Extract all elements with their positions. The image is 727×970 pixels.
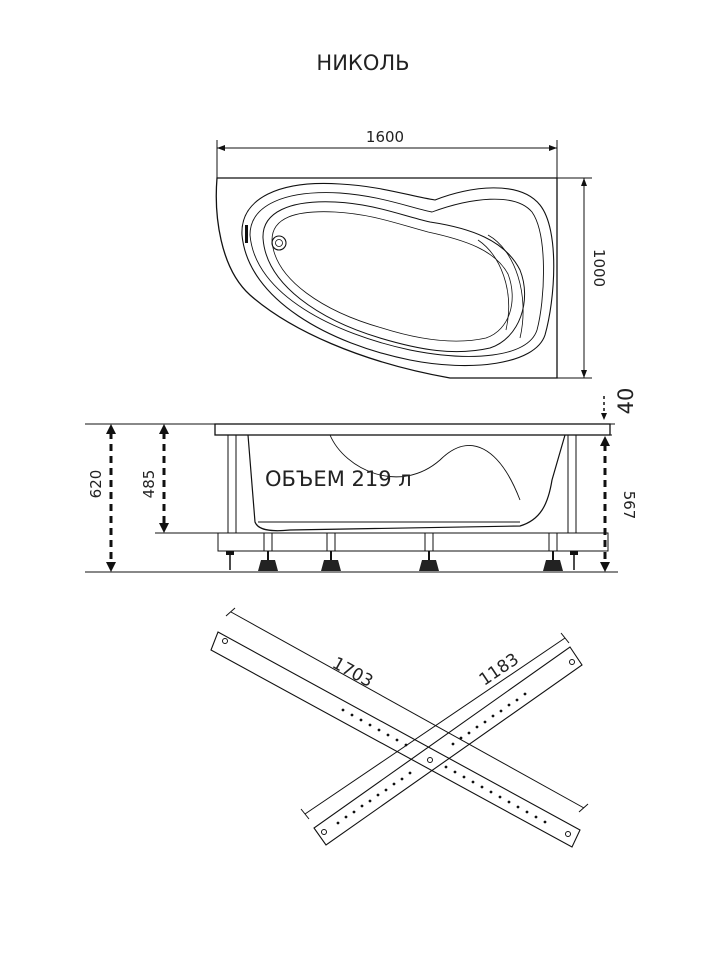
- height-inner-label: 485: [140, 470, 158, 499]
- length-dimension: 1600: [216, 128, 558, 180]
- frame-height-label: 567: [620, 491, 638, 520]
- height-total-dimension: 620: [87, 424, 116, 572]
- height-inner-dimension: 485: [140, 424, 169, 533]
- short-bar: [313, 646, 583, 846]
- width-dimension: 1000: [555, 177, 608, 379]
- rim-thickness-dimension: 40: [598, 388, 638, 436]
- width-label: 1000: [590, 249, 608, 287]
- tub-rim-side: [214, 423, 611, 436]
- frame-supports: [155, 434, 609, 552]
- tub-rim-top: [241, 182, 555, 367]
- frame-height-dimension: 567: [600, 436, 638, 572]
- tub-outline-top: [215, 177, 558, 379]
- long-bar-dimension: 1703: [225, 607, 589, 813]
- side-view: ОБЪЕМ 219 л 620 485 40 567: [85, 388, 638, 573]
- short-bar-label: 1183: [476, 649, 523, 690]
- drain: [271, 235, 287, 251]
- tub-body-side: [247, 434, 566, 532]
- product-title: НИКОЛЬ: [316, 51, 409, 75]
- tub-basin-top: [262, 201, 526, 353]
- volume-label: ОБЪЕМ 219 л: [265, 467, 412, 491]
- top-view: 1600 1000: [215, 128, 608, 379]
- frame-view: 1703 1183: [210, 607, 589, 848]
- legs: [226, 532, 578, 571]
- rim-thickness-label: 40: [614, 388, 638, 415]
- length-label: 1600: [366, 128, 404, 146]
- long-bar: [210, 631, 581, 848]
- long-bar-label: 1703: [329, 653, 377, 691]
- height-total-label: 620: [87, 470, 105, 499]
